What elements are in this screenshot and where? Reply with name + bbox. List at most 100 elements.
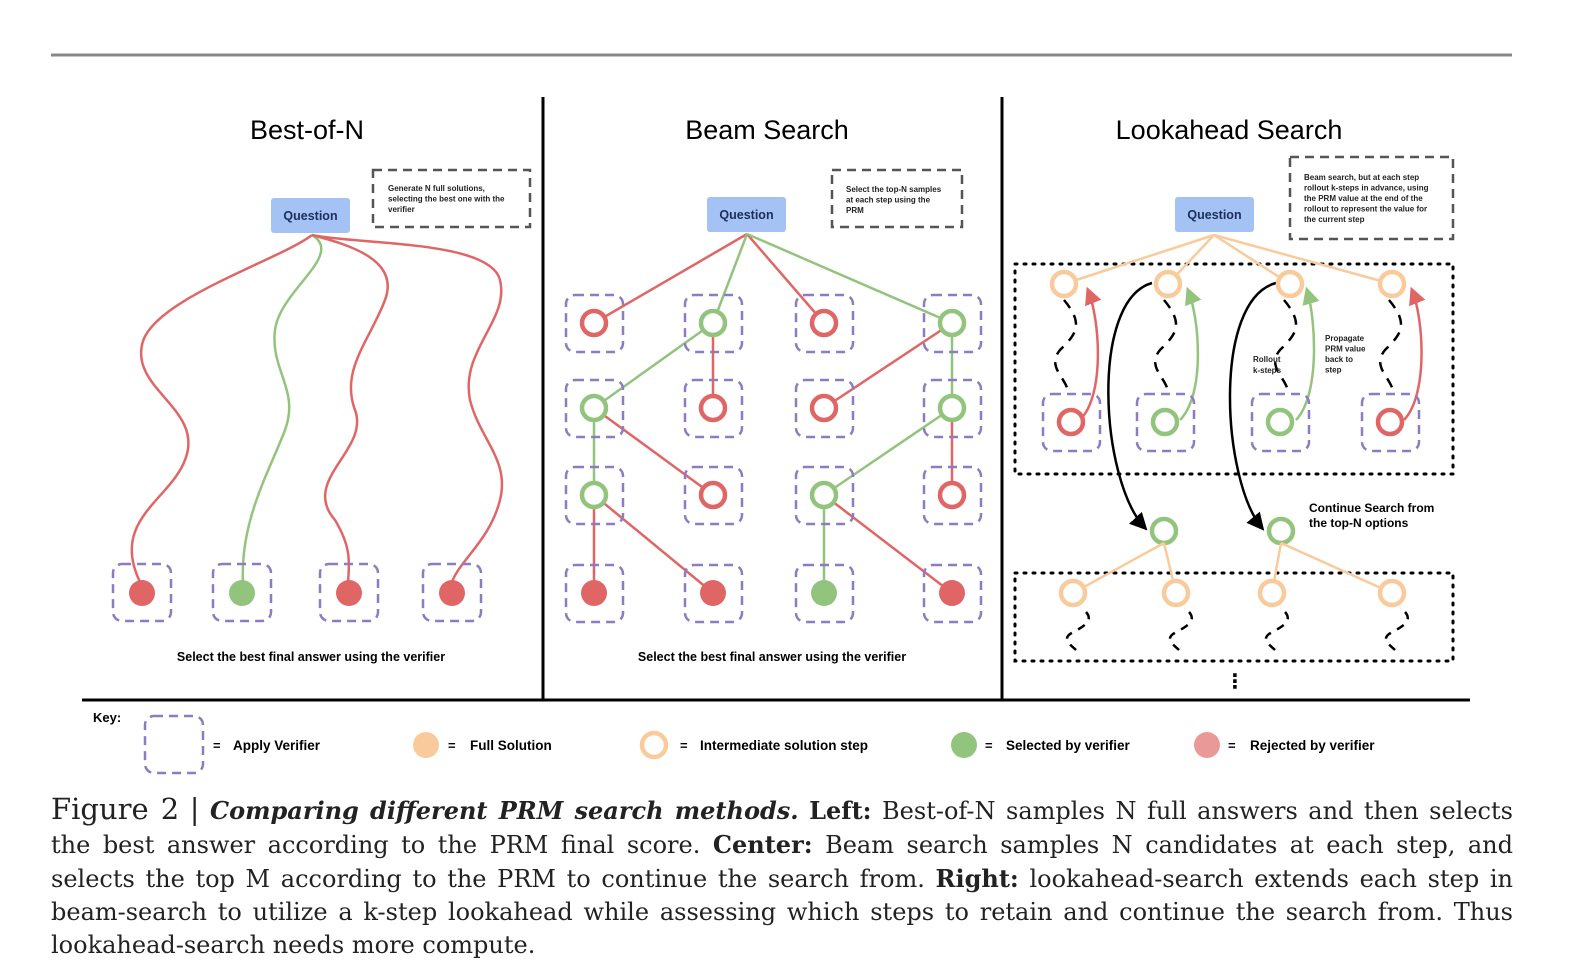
- rollout-squiggle: [1065, 611, 1090, 651]
- verifier-box: [564, 563, 625, 624]
- verifier-box: [922, 563, 983, 624]
- beam-edge-rejected: [593, 406, 714, 497]
- beam-edge-rejected: [823, 321, 953, 410]
- figure-caption: Figure 2 | Comparing different PRM searc…: [51, 793, 1513, 962]
- verifier-box: [683, 563, 744, 624]
- lookahead-edge: [1072, 541, 1165, 595]
- caption-title: Comparing different PRM search methods.: [209, 796, 799, 825]
- intermediate-step: [1377, 269, 1407, 299]
- legend-full-solution-swatch: [413, 732, 439, 758]
- full-solution-rejected: [439, 580, 465, 606]
- legend-key: Key: = Apply Verifier = Full Solution = …: [93, 710, 1375, 775]
- verifier-box: [922, 465, 983, 526]
- lookahead-edge: [1280, 541, 1393, 595]
- question-box: [707, 197, 786, 232]
- verifier-box: [564, 293, 625, 354]
- full-solution-rejected: [129, 580, 155, 606]
- beam-edge-rejected: [823, 494, 953, 594]
- beam-edge-selected: [711, 233, 749, 324]
- beam-edge-selected: [593, 321, 714, 410]
- caption-right-label: Right:: [935, 864, 1019, 893]
- panel-lookahead-search: Lookahead Search Question Beam search, b…: [1013, 115, 1455, 693]
- verifier-box: [794, 465, 855, 526]
- question-label: Question: [283, 209, 337, 223]
- beam-edge-rejected: [593, 494, 714, 594]
- note-box: [830, 168, 964, 229]
- legend-rejected-swatch: [1194, 732, 1220, 758]
- note-text: Generate N full solutions, selecting the…: [388, 184, 507, 214]
- intermediate-step: [1153, 269, 1183, 299]
- panel-title: Best-of-N: [250, 115, 364, 145]
- beam-edge-selected: [823, 406, 953, 497]
- note-box: [1288, 155, 1455, 241]
- panel-footer: Select the best final answer using the v…: [638, 650, 906, 664]
- solution-path-red-3: [311, 233, 504, 583]
- verifier-box: [683, 378, 744, 439]
- beam-row-1: [564, 293, 983, 354]
- propagate-label: Propagate PRM value back to step: [1325, 334, 1368, 375]
- caption-left-text: Best-of-N samples N full answers and the…: [51, 797, 1513, 859]
- legend-label-selected: Selected by verifier: [1006, 738, 1131, 753]
- legend-label-apply-verifier: Apply Verifier: [233, 738, 321, 753]
- caption-center-text: Beam search samples N candidates at each…: [51, 831, 1513, 893]
- rollout-label: Rollout k-steps: [1253, 355, 1283, 375]
- legend-equals: =: [985, 738, 993, 753]
- full-solution-rejected: [700, 580, 726, 606]
- question-box: [271, 198, 350, 233]
- full-solution-selected: [811, 580, 837, 606]
- propagate-arrow-selected: [1179, 286, 1202, 421]
- full-solution-rejected: [581, 580, 607, 606]
- rollout-squiggle: [1053, 299, 1078, 396]
- step-rejected: [698, 480, 728, 510]
- intermediate-step: [1058, 578, 1088, 608]
- legend-intermediate-swatch: [639, 730, 669, 760]
- legend-equals: =: [1228, 738, 1236, 753]
- step-selected: [937, 393, 967, 423]
- question-label: Question: [1187, 208, 1241, 222]
- legend-label-full-solution: Full Solution: [470, 738, 552, 753]
- beam-row-3: [564, 465, 983, 526]
- full-solution-rejected: [939, 580, 965, 606]
- note-text: Beam search, but at each step rollout k-…: [1304, 173, 1431, 224]
- continue-arrow: [1107, 281, 1153, 531]
- verifier-box: [1135, 392, 1196, 453]
- beam-row-final: [564, 563, 983, 624]
- step-selected: [579, 393, 609, 423]
- solution-path-green: [241, 233, 323, 583]
- legend-verifier-swatch: [143, 714, 205, 775]
- step-rejected: [937, 480, 967, 510]
- caption-center-label: Center:: [712, 830, 813, 859]
- verifier-box: [211, 562, 273, 623]
- step-selected: [1149, 516, 1179, 546]
- step-rejected: [809, 393, 839, 423]
- legend-label-intermediate-step: Intermediate solution step: [700, 738, 868, 753]
- legend-equals: =: [213, 738, 221, 753]
- verifier-box: [922, 293, 983, 354]
- continuation-ellipsis: ⋮: [1225, 671, 1245, 693]
- panel-footer: Select the best final answer using the v…: [177, 650, 445, 664]
- verifier-box: [421, 562, 483, 623]
- verifier-box: [1250, 392, 1311, 453]
- step-selected: [1266, 516, 1296, 546]
- verifier-box: [794, 293, 855, 354]
- legend-equals: =: [448, 738, 456, 753]
- rollout-region: [1013, 262, 1455, 476]
- verifier-box: [794, 378, 855, 439]
- panel-title: Lookahead Search: [1116, 115, 1343, 145]
- lookahead-edge: [1063, 233, 1215, 286]
- full-solution-rejected: [336, 580, 362, 606]
- legend-selected-swatch: [951, 732, 977, 758]
- rollout-squiggle: [1264, 611, 1289, 651]
- beam-row-2: [564, 378, 983, 439]
- caption-separator: |: [189, 792, 200, 826]
- full-solution-selected: [229, 580, 255, 606]
- verifier-box: [794, 563, 855, 624]
- verifier-box: [564, 465, 625, 526]
- beam-edge-rejected: [593, 232, 748, 325]
- rollout-squiggle: [1378, 299, 1403, 396]
- intermediate-step: [1377, 578, 1407, 608]
- note-text: Select the top-N samples at each step us…: [846, 185, 943, 215]
- step-selected: [809, 480, 839, 510]
- step-selected: [579, 480, 609, 510]
- note-box: [371, 168, 532, 229]
